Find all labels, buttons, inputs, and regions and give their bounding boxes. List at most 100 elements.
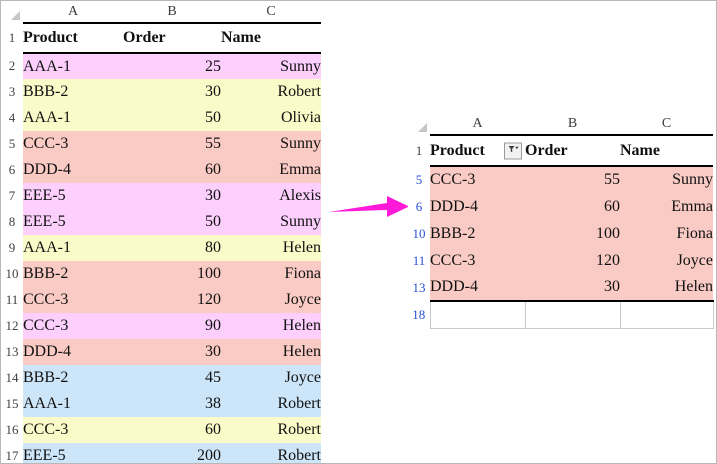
- cell-name[interactable]: Robert: [221, 417, 321, 443]
- cell-name[interactable]: Alexis: [221, 183, 321, 209]
- row-number[interactable]: 13: [1, 339, 23, 365]
- cell-order[interactable]: 30: [123, 79, 221, 105]
- cell-order[interactable]: 30: [123, 339, 221, 365]
- cell-name[interactable]: Emma: [620, 193, 713, 220]
- cell-name[interactable]: Sunny: [221, 131, 321, 157]
- cell-product[interactable]: AAA-1: [23, 235, 123, 261]
- cell-name[interactable]: Helen: [620, 274, 713, 302]
- row-number[interactable]: 10: [408, 220, 430, 247]
- cell-product[interactable]: AAA-1: [23, 105, 123, 131]
- select-all-corner[interactable]: [408, 113, 430, 135]
- column-header-b[interactable]: B: [123, 1, 221, 23]
- cell-order[interactable]: 200: [123, 443, 221, 463]
- cell-order[interactable]: 60: [123, 157, 221, 183]
- row-number[interactable]: 11: [1, 287, 23, 313]
- cell-product[interactable]: DDD-4: [430, 274, 525, 302]
- row-number[interactable]: 5: [1, 131, 23, 157]
- row-number[interactable]: 6: [1, 157, 23, 183]
- row-number[interactable]: 2: [1, 53, 23, 79]
- column-header-c[interactable]: C: [620, 113, 713, 135]
- cell-product[interactable]: BBB-2: [430, 220, 525, 247]
- select-all-corner[interactable]: [1, 1, 23, 23]
- row-number[interactable]: 9: [1, 235, 23, 261]
- cell-product[interactable]: BBB-2: [23, 261, 123, 287]
- cell-order[interactable]: 55: [525, 166, 620, 193]
- cell-product[interactable]: EEE-5: [23, 183, 123, 209]
- row-number[interactable]: 5: [408, 166, 430, 193]
- cell-name[interactable]: Sunny: [221, 53, 321, 79]
- cell-order[interactable]: 60: [123, 417, 221, 443]
- row-number[interactable]: 6: [408, 193, 430, 220]
- cell-product[interactable]: BBB-2: [23, 79, 123, 105]
- cell-order[interactable]: 120: [525, 247, 620, 274]
- cell-order[interactable]: 100: [123, 261, 221, 287]
- cell-order[interactable]: 25: [123, 53, 221, 79]
- cell-name[interactable]: Robert: [221, 443, 321, 463]
- column-header-c[interactable]: C: [221, 1, 321, 23]
- row-number[interactable]: 18: [408, 301, 430, 328]
- row-number[interactable]: 7: [1, 183, 23, 209]
- cell-order[interactable]: 30: [525, 274, 620, 302]
- cell-product[interactable]: CCC-3: [23, 131, 123, 157]
- column-header-a[interactable]: A: [430, 113, 525, 135]
- cell-order[interactable]: [524, 301, 621, 329]
- row-number[interactable]: 4: [1, 105, 23, 131]
- cell-product[interactable]: CCC-3: [430, 166, 525, 193]
- row-number[interactable]: 13: [408, 274, 430, 301]
- cell-name[interactable]: Joyce: [221, 287, 321, 313]
- row-number[interactable]: 3: [1, 79, 23, 105]
- cell-product[interactable]: BBB-2: [23, 365, 123, 391]
- cell-name[interactable]: Emma: [221, 157, 321, 183]
- row-number[interactable]: 12: [1, 313, 23, 339]
- row-number[interactable]: 15: [1, 391, 23, 417]
- cell-product[interactable]: DDD-4: [430, 193, 525, 220]
- cell-name[interactable]: Robert: [221, 79, 321, 105]
- cell-order[interactable]: 50: [123, 209, 221, 235]
- cell-product[interactable]: CCC-3: [23, 313, 123, 339]
- row-number-header[interactable]: 1: [408, 135, 430, 166]
- cell-order[interactable]: 100: [525, 220, 620, 247]
- cell-order[interactable]: 55: [123, 131, 221, 157]
- cell-name[interactable]: Fiona: [620, 220, 713, 247]
- column-header-a[interactable]: A: [23, 1, 123, 23]
- cell-order[interactable]: 38: [123, 391, 221, 417]
- row-number[interactable]: 8: [1, 209, 23, 235]
- cell-name[interactable]: Olivia: [221, 105, 321, 131]
- cell-name[interactable]: Sunny: [620, 166, 713, 193]
- cell-product[interactable]: EEE-5: [23, 209, 123, 235]
- cell-order[interactable]: 30: [123, 183, 221, 209]
- cell-product[interactable]: CCC-3: [23, 417, 123, 443]
- cell-name[interactable]: Sunny: [221, 209, 321, 235]
- cell-order[interactable]: 50: [123, 105, 221, 131]
- cell-product[interactable]: CCC-3: [430, 247, 525, 274]
- cell-order[interactable]: 80: [123, 235, 221, 261]
- row-number[interactable]: 14: [1, 365, 23, 391]
- cell-order[interactable]: 120: [123, 287, 221, 313]
- cell-name[interactable]: Robert: [221, 391, 321, 417]
- cell-name[interactable]: Helen: [221, 235, 321, 261]
- filter-funnel-icon[interactable]: [504, 142, 522, 159]
- cell-product[interactable]: DDD-4: [23, 157, 123, 183]
- cell-name[interactable]: Joyce: [221, 365, 321, 391]
- cell-product[interactable]: CCC-3: [23, 287, 123, 313]
- row-number-header[interactable]: 1: [1, 23, 23, 53]
- row-number[interactable]: 10: [1, 261, 23, 287]
- row-number[interactable]: 16: [1, 417, 23, 443]
- cell-name[interactable]: Fiona: [221, 261, 321, 287]
- column-header-b[interactable]: B: [525, 113, 620, 135]
- row-number[interactable]: 17: [1, 443, 23, 463]
- cell-product[interactable]: [429, 301, 526, 329]
- cell-order[interactable]: 60: [525, 193, 620, 220]
- cell-order[interactable]: 45: [123, 365, 221, 391]
- cell-name[interactable]: [619, 301, 714, 329]
- cell-product[interactable]: DDD-4: [23, 339, 123, 365]
- cell-name[interactable]: Helen: [221, 313, 321, 339]
- cell-order[interactable]: 90: [123, 313, 221, 339]
- cell-name[interactable]: Helen: [221, 339, 321, 365]
- column-title-order: Order: [123, 22, 221, 54]
- cell-product[interactable]: AAA-1: [23, 391, 123, 417]
- cell-product[interactable]: EEE-5: [23, 443, 123, 463]
- cell-name[interactable]: Joyce: [620, 247, 713, 274]
- cell-product[interactable]: AAA-1: [23, 53, 123, 79]
- row-number[interactable]: 11: [408, 247, 430, 274]
